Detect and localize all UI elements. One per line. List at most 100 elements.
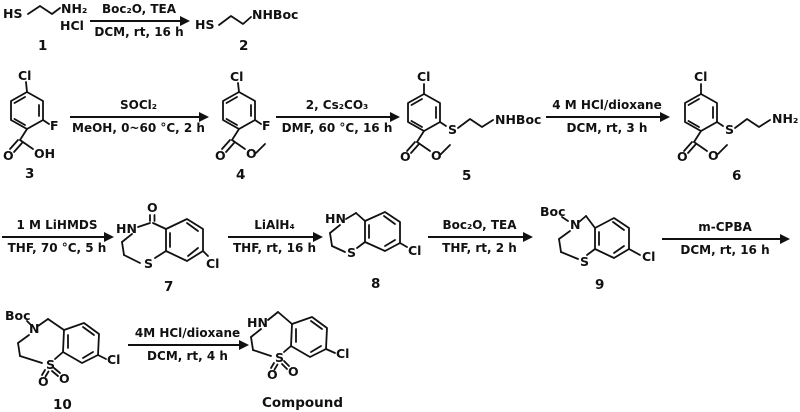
compound-6-number: 6 <box>732 168 741 182</box>
bonds <box>406 83 494 155</box>
compound-1-number: 1 <box>38 38 47 54</box>
atom-sulfone-o1-label: O <box>267 367 278 382</box>
atom-s-label: S <box>347 245 356 260</box>
atom-s-label: S <box>275 350 284 365</box>
step-5-arrow-line <box>2 232 114 242</box>
step-8-reagents: m-CPBA <box>698 220 752 234</box>
step-6-arrow-line <box>228 232 323 242</box>
atom-cl-label: Cl <box>336 346 349 361</box>
bonds <box>250 311 336 371</box>
bonds <box>27 5 61 15</box>
step-2-arrow: SOCl₂ MeOH, 0~60 °C, 2 h <box>70 98 209 135</box>
atom-carbonyl-o-label: O <box>400 149 411 164</box>
atom-s-label: S <box>448 122 457 137</box>
structure-compound-3: Cl F O OH 3 <box>3 68 59 182</box>
atom-hn-label: HN <box>116 221 137 236</box>
bonds <box>683 83 771 155</box>
step-6-arrow: LiAlH₄ THF, rt, 16 h <box>228 218 323 255</box>
structure-compound-9: Boc N S Cl 9 <box>540 204 655 293</box>
atom-cl-label: Cl <box>107 352 120 367</box>
step-1-arrow: Boc₂O, TEA DCM, rt, 16 h <box>90 2 190 39</box>
step-7-conditions: THF, rt, 2 h <box>442 241 517 255</box>
atom-cl-label: Cl <box>694 69 707 84</box>
atom-hn-label: HN <box>325 211 346 226</box>
step-2-reagents: SOCl₂ <box>119 98 158 112</box>
step-3-arrow-line <box>276 112 400 122</box>
compound-final-label: Compound <box>262 395 343 411</box>
step-8-arrow-line <box>662 234 790 244</box>
structure-compound-10: Boc N S O O Cl 10 <box>5 308 120 412</box>
step-9-arrow: 4M HCl/dioxane DCM, rt, 4 h <box>128 326 249 363</box>
atom-ester-o-label: O <box>708 148 719 163</box>
atom-n-label: N <box>29 321 39 336</box>
atom-sulfone-o2-label: O <box>59 371 70 386</box>
atom-nh2-label: NH₂ <box>772 111 798 126</box>
step-5-conditions: THF, 70 °C, 5 h <box>7 241 107 255</box>
structure-compound-6: Cl S NH₂ O O 6 <box>677 69 798 182</box>
atom-s-label: S <box>144 256 153 271</box>
atom-hs-label: HS <box>195 17 214 32</box>
step-3-conditions: DMF, 60 °C, 16 h <box>281 121 393 135</box>
step-7-reagents: Boc₂O, TEA <box>442 218 517 232</box>
atom-nhboc-label: NHBoc <box>495 112 541 127</box>
step-1-conditions: DCM, rt, 16 h <box>94 25 184 39</box>
atom-carbonyl-o-label: O <box>215 148 226 163</box>
atom-n-label: N <box>570 217 580 232</box>
structure-compound-2: HS NHBoc 2 <box>195 7 298 54</box>
structure-compound-4: Cl F O O 4 <box>215 69 271 182</box>
structure-compound-8: HN S Cl 8 <box>325 211 421 292</box>
compound-10-number: 10 <box>53 397 72 412</box>
bonds <box>121 214 209 264</box>
step-4-arrow-line <box>546 112 670 122</box>
atom-cl-label: Cl <box>206 256 219 271</box>
atom-cl-label: Cl <box>642 249 655 264</box>
atom-ester-o-label: O <box>431 148 442 163</box>
step-9-reagents: 4M HCl/dioxane <box>134 326 241 340</box>
step-3-arrow: 2, Cs₂CO₃ DMF, 60 °C, 16 h <box>276 98 400 135</box>
step-5-reagents: 1 M LiHMDS <box>16 218 98 232</box>
step-2-arrow-line <box>70 112 209 122</box>
step-8-conditions: DCM, rt, 16 h <box>680 243 770 257</box>
bonds <box>329 211 408 253</box>
atom-s-label: S <box>725 122 734 137</box>
atom-oh-label: OH <box>34 146 55 161</box>
atom-nh2-label: NH₂ <box>61 1 87 16</box>
step-6-reagents: LiAlH₄ <box>254 218 295 232</box>
atom-nhboc-label: NHBoc <box>252 7 298 22</box>
atom-carbonyl-o-label: O <box>147 200 158 215</box>
step-4-arrow: 4 M HCl/dioxane DCM, rt, 3 h <box>546 98 670 135</box>
atom-s-label: S <box>580 254 589 269</box>
structure-compound-1: HS NH₂ HCl 1 <box>3 1 87 54</box>
bonds <box>218 15 252 26</box>
atom-sulfone-o2-label: O <box>288 364 299 379</box>
step-5-arrow: 1 M LiHMDS THF, 70 °C, 5 h <box>2 218 114 255</box>
bonds <box>17 318 107 378</box>
atom-carbonyl-o-label: O <box>3 148 14 163</box>
atom-cl-label: Cl <box>408 243 421 258</box>
bonds <box>221 82 266 154</box>
step-6-conditions: THF, rt, 16 h <box>232 241 317 255</box>
compound-7-number: 7 <box>164 279 173 295</box>
step-1-arrow-line <box>90 16 190 26</box>
step-4-reagents: 4 M HCl/dioxane <box>552 98 662 112</box>
boc-group-label: Boc <box>5 308 31 323</box>
atom-hn-label: HN <box>247 315 268 330</box>
step-7-arrow-line <box>428 232 533 242</box>
step-7-arrow: Boc₂O, TEA THF, rt, 2 h <box>428 218 533 255</box>
compound-3-number: 3 <box>25 166 34 182</box>
step-4-conditions: DCM, rt, 3 h <box>566 121 648 135</box>
step-1-reagents: Boc₂O, TEA <box>101 2 177 16</box>
step-8-arrow: m-CPBA DCM, rt, 16 h <box>662 220 790 257</box>
boc-group-label: Boc <box>540 204 566 219</box>
structure-compound-5: Cl S NHBoc O O 5 <box>400 69 541 182</box>
atom-sulfone-o1-label: O <box>38 374 49 389</box>
bonds <box>9 81 50 153</box>
atom-f-label: F <box>50 118 59 133</box>
structure-compound-final: HN S O O Cl Compound <box>247 311 349 411</box>
compound-8-number: 8 <box>371 276 380 292</box>
step-9-arrow-line <box>128 340 249 350</box>
atom-hs-label: HS <box>3 6 22 21</box>
compound-9-number: 9 <box>595 277 604 293</box>
atom-carbonyl-o-label: O <box>677 149 688 164</box>
atom-ester-o-label: O <box>246 146 257 161</box>
